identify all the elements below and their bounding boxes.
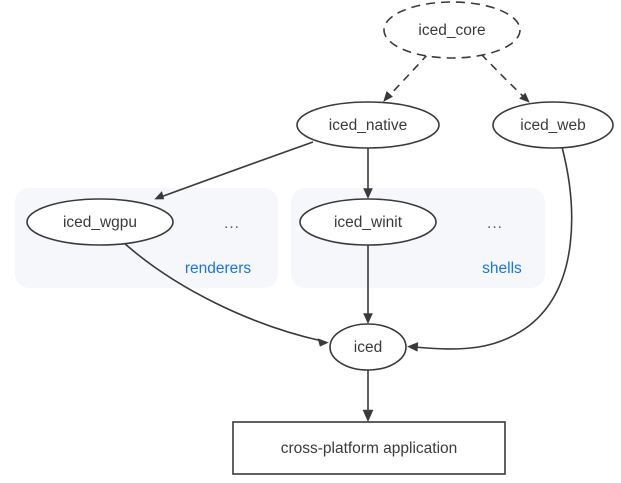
edge-winit-to-iced: [363, 245, 373, 324]
node-iced-wgpu-label: iced_wgpu: [63, 214, 137, 231]
edge-native-to-wgpu-line: [157, 141, 314, 199]
edge-wgpu-to-iced: [123, 242, 329, 347]
node-iced-core[interactable]: iced_core: [383, 1, 521, 59]
edge-wgpu-to-iced-line: [123, 242, 323, 342]
renderers-more-ellipsis: ...: [224, 215, 240, 232]
node-iced-native-label: iced_native: [329, 117, 407, 134]
edge-core-to-native: [383, 53, 429, 102]
edge-winit-to-iced-arrowhead: [363, 313, 373, 324]
edge-core-to-web: [480, 53, 530, 103]
node-iced[interactable]: iced: [329, 323, 407, 371]
edge-native-to-winit-arrowhead: [363, 188, 373, 199]
cluster-shells-label: shells: [482, 260, 522, 277]
node-iced-native-ellipse[interactable]: [296, 101, 440, 149]
edge-core-to-native-line: [385, 53, 429, 100]
node-iced-wgpu[interactable]: iced_wgpu: [26, 198, 174, 246]
node-iced-winit-label: iced_winit: [334, 214, 403, 231]
node-iced-native[interactable]: iced_native: [296, 101, 440, 149]
shells-more-ellipsis: ...: [487, 215, 503, 232]
node-iced-web-ellipse[interactable]: [492, 101, 614, 149]
node-iced-label: iced: [354, 339, 382, 356]
node-application[interactable]: cross-platform application: [232, 421, 506, 475]
cluster-renderers-label: renderers: [185, 260, 252, 277]
node-iced-winit[interactable]: iced_winit: [299, 198, 437, 246]
node-iced-wgpu-ellipse[interactable]: [26, 198, 174, 246]
edge-native-to-winit: [363, 148, 373, 199]
edge-native-to-wgpu-arrowhead: [154, 191, 165, 200]
node-iced-core-label: iced_core: [418, 22, 485, 39]
node-iced-winit-ellipse[interactable]: [299, 198, 437, 246]
edge-core-to-web-line: [480, 53, 528, 101]
edge-web-to-iced-line: [413, 146, 573, 350]
edge-iced-to-application: [362, 370, 374, 422]
node-iced-web[interactable]: iced_web: [492, 101, 614, 149]
edge-web-to-iced: [407, 146, 573, 352]
edge-native-to-wgpu: [154, 141, 314, 200]
node-iced-web-label: iced_web: [520, 117, 586, 134]
node-application-rect[interactable]: [232, 421, 506, 475]
edge-core-to-web-arrowhead: [519, 92, 530, 103]
edge-web-to-iced-arrowhead: [407, 342, 419, 352]
edge-core-to-native-arrowhead: [383, 91, 393, 102]
edge-iced-to-application-arrowhead: [362, 409, 374, 422]
edge-wgpu-to-iced-arrowhead: [317, 338, 329, 347]
node-application-label: cross-platform application: [281, 440, 458, 457]
node-iced-core-ellipse[interactable]: [383, 1, 521, 59]
node-iced-ellipse[interactable]: [329, 323, 407, 371]
